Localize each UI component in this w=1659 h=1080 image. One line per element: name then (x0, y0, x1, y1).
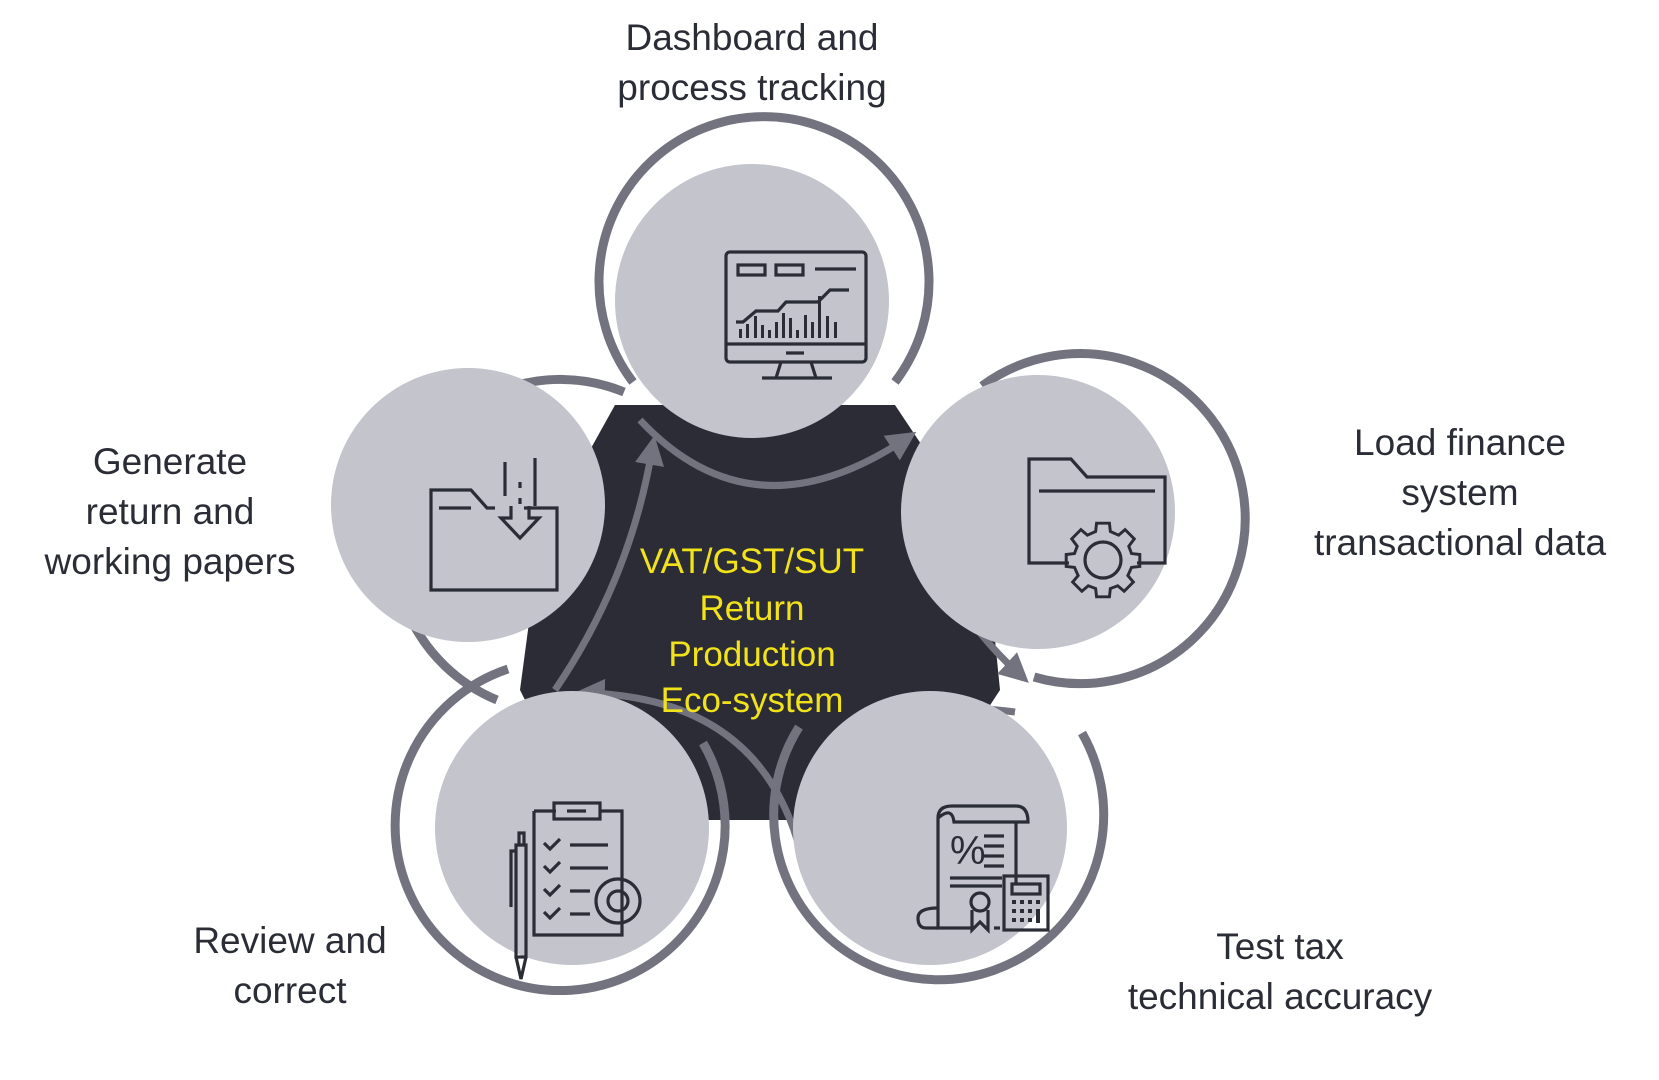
node-test-tax (793, 691, 1067, 965)
label-test-tax: Test tax technical accuracy (1080, 922, 1480, 1022)
label-line: Test tax (1216, 926, 1344, 967)
center-line-1: VAT/GST/SUT (640, 542, 864, 581)
node-review (435, 691, 709, 965)
arrow-generate-to-dashboard (552, 435, 665, 692)
node-load-data (901, 375, 1175, 649)
node-generate (331, 368, 605, 642)
label-line: system (1401, 472, 1519, 513)
svg-text:%: % (950, 829, 986, 873)
folder-gear-icon (1027, 457, 1167, 599)
arrow-review-to-generate (575, 678, 804, 851)
center-line-4: Eco-system (661, 681, 844, 720)
label-line: technical accuracy (1127, 976, 1433, 1017)
center-title: VAT/GST/SUT Return Production Eco-system (640, 542, 864, 720)
pen-icon (509, 831, 528, 980)
monitor-chart-icon (724, 250, 868, 380)
ring-dashboard (594, 112, 934, 385)
node-dashboard (615, 164, 889, 438)
arrow-dashboard-to-load (637, 417, 917, 489)
label-line: return and (85, 491, 255, 532)
clipboard-checklist-gear-icon (509, 801, 642, 980)
label-load-data: Load finance system transactional data (1260, 418, 1659, 568)
center-line-2: Return (699, 589, 804, 628)
label-dashboard: Dashboard and process tracking (552, 13, 952, 113)
label-line: process tracking (617, 67, 887, 108)
folder-download-icon (429, 458, 559, 592)
tax-document-calculator-icon: % (916, 804, 1050, 934)
label-line: Generate (92, 441, 248, 482)
center-line-3: Production (668, 635, 835, 674)
label-generate: Generate return and working papers (10, 437, 330, 587)
label-line: correct (233, 970, 347, 1011)
ring-review (390, 664, 730, 995)
ring-test-tax (769, 724, 1109, 985)
label-line: working papers (44, 541, 296, 582)
label-review: Review and correct (150, 916, 430, 1016)
label-line: Review and (193, 920, 387, 961)
label-line: Dashboard and (625, 17, 879, 58)
label-line: Load finance (1354, 422, 1566, 463)
label-line: transactional data (1313, 522, 1607, 563)
ring-load-data (979, 349, 1250, 689)
